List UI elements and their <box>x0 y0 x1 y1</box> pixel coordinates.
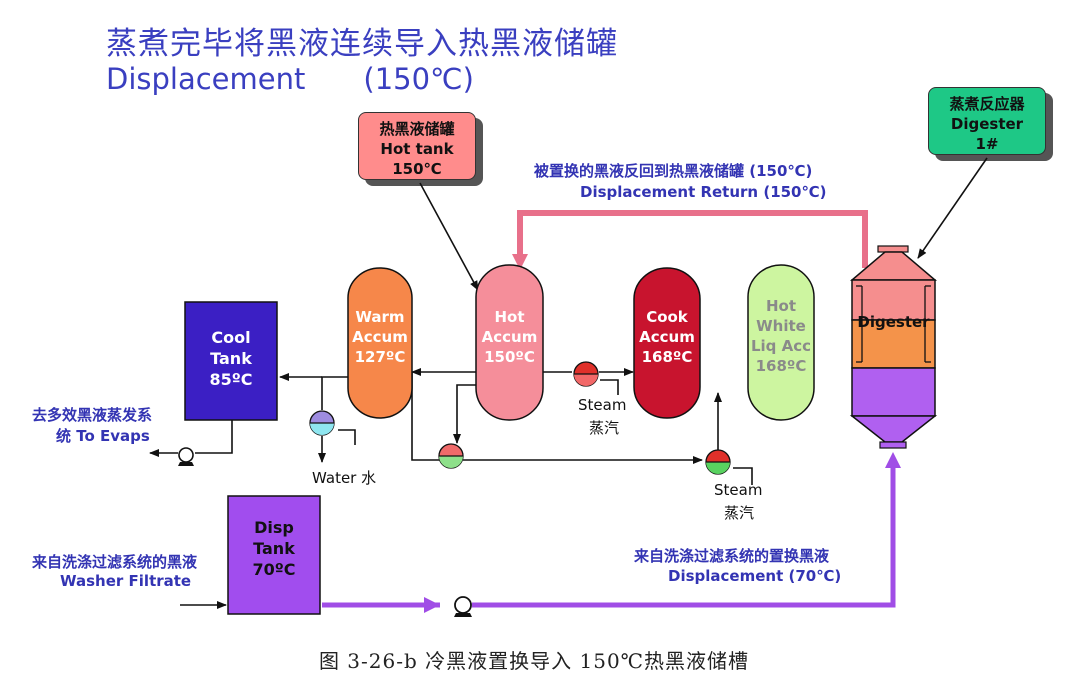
disp-tank-label: Disp Tank 70ºC <box>228 517 320 580</box>
displacement-return-line <box>512 210 868 270</box>
page-title-en-text: Displacement <box>106 62 306 96</box>
heat-exchanger-steam1 <box>573 361 599 387</box>
hot-tank-callout-en: Hot tank <box>380 140 454 158</box>
cook-accum-l2: Accum <box>639 328 695 346</box>
steam1-label-en: Steam <box>578 396 627 414</box>
hot-to-hx2-line <box>453 384 476 444</box>
steam2-label-en: Steam <box>714 481 763 499</box>
disp-in-label-en: Displacement (70℃) <box>668 567 842 585</box>
digester-body-label: Digester <box>857 313 930 331</box>
hot-white-l2: White <box>756 317 806 335</box>
page-title-cn: 蒸煮完毕将黑液连续导入热黑液储罐 <box>106 26 618 62</box>
warm-accum-l3: 127ºC <box>354 348 406 366</box>
water-in-line <box>338 429 356 445</box>
digester-pointer <box>917 157 988 259</box>
steam2-in-line <box>733 467 753 485</box>
warm-accum-vessel <box>347 267 413 419</box>
hot-white-l3: Liq Acc <box>750 337 812 355</box>
digester-vessel <box>849 245 938 449</box>
digester-callout-cn: 蒸煮反应器 <box>949 95 1025 113</box>
cool-tank <box>184 301 278 421</box>
disp-tank-l2: Tank <box>253 539 295 558</box>
hx2-return-line <box>411 372 440 461</box>
steam1-in-line <box>600 379 619 395</box>
displacement-return-cn: 被置换的黑液反回到热黑液储罐 (150℃) <box>534 162 813 180</box>
warm-to-hx-line <box>321 376 350 410</box>
hot-accum-label: Hot Accum 150ºC <box>472 307 547 367</box>
pump-displacement <box>454 596 472 617</box>
page-title-en: Displacement (150℃) <box>106 62 474 96</box>
hot-tank-pointer <box>419 182 479 291</box>
page-title-temp: (150℃) <box>363 62 474 96</box>
disp-in-label-cn: 来自洗涤过滤系统的置换黑液 <box>634 547 830 565</box>
hot-tank-callout-cn: 热黑液储罐 <box>379 120 455 138</box>
warm-accum-l1: Warm <box>355 308 405 326</box>
cook-accum-label: Cook Accum 168ºC <box>630 307 704 367</box>
disp-feed-line-b <box>472 452 901 608</box>
evaps-label-en: 统 To Evaps <box>56 427 150 445</box>
cook-accum-vessel <box>633 267 701 419</box>
cook-accum-l1: Cook <box>646 308 688 326</box>
heat-exchanger-steam2 <box>705 449 731 475</box>
digester-callout-en: Digester <box>950 115 1024 133</box>
hot-tank-callout-temp: 150℃ <box>392 160 442 178</box>
washer-label-en: Washer Filtrate <box>60 572 192 590</box>
digester-callout-num: 1# <box>975 135 999 153</box>
steam1-label-cn: 蒸汽 <box>589 419 620 437</box>
warm-accum-l2: Accum <box>352 328 408 346</box>
hot-tank-callout: 热黑液储罐 Hot tank 150℃ <box>358 112 476 180</box>
cool-tank-l3: 85ºC <box>209 370 253 389</box>
disp-tank-l1: Disp <box>254 518 294 537</box>
cool-tank-l1: Cool <box>211 328 251 347</box>
hot-accum-l3: 150ºC <box>484 348 535 366</box>
disp-tank-l3: 70ºC <box>252 560 296 579</box>
hot-white-vessel <box>747 264 815 421</box>
hot-accum-l1: Hot <box>494 308 525 326</box>
hot-accum-l2: Accum <box>481 328 538 346</box>
washer-label-cn: 来自洗涤过滤系统的黑液 <box>32 553 198 571</box>
warm-accum-label: Warm Accum 127ºC <box>344 307 416 367</box>
hot-white-l4: 168ºC <box>755 357 807 375</box>
disp-tank <box>227 495 321 615</box>
hot-white-l1: Hot <box>765 297 797 315</box>
pump-evaps <box>178 447 194 466</box>
cool-tank-l2: Tank <box>210 349 252 368</box>
cool-tank-label: Cool Tank 85ºC <box>185 327 277 390</box>
heat-exchanger-water <box>309 410 335 436</box>
evaps-label-cn: 去多效黑液蒸发系 <box>32 406 153 424</box>
water-label: Water 水 <box>312 469 377 487</box>
cool-tank-out-line <box>195 420 233 454</box>
steam2-label-cn: 蒸汽 <box>724 504 755 522</box>
cook-accum-l3: 168ºC <box>641 348 693 366</box>
hot-white-label: Hot White Liq Acc 168ºC <box>742 296 820 376</box>
displacement-return-en: Displacement Return (150℃) <box>580 183 827 201</box>
hot-accum-vessel <box>475 264 544 421</box>
figure-caption: 图 3-26-b 冷黑液置换导入 150℃热黑液储槽 <box>318 649 750 673</box>
heat-exchanger-mid <box>438 443 464 469</box>
digester-callout: 蒸煮反应器 Digester 1# <box>928 87 1046 155</box>
